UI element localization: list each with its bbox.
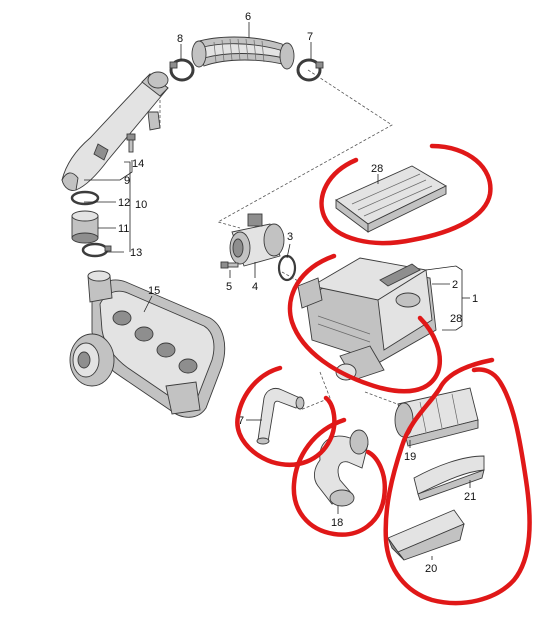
cover-part-21 <box>413 455 485 501</box>
clamp-part-7-top <box>296 58 324 82</box>
callout-7-top: 7 <box>307 31 313 43</box>
elbow-duct-part-18 <box>313 429 369 507</box>
callout-13: 13 <box>130 247 142 259</box>
callout-7-mid: 7 <box>238 415 244 427</box>
callout-5: 5 <box>226 281 232 293</box>
callout-2: 2 <box>452 279 458 291</box>
bolt-part-14 <box>126 133 136 153</box>
callout-11: 11 <box>118 223 129 235</box>
inlet-scoop-part-20 <box>387 509 465 561</box>
callout-20: 20 <box>425 563 437 575</box>
gasket-part-3 <box>277 254 297 282</box>
callout-1: 1 <box>472 293 478 305</box>
callout-9: 9 <box>124 175 130 187</box>
callout-18: 18 <box>331 517 343 529</box>
connector-part-11 <box>71 210 99 244</box>
marker-hose-7 <box>235 365 337 468</box>
callout-28-top: 28 <box>371 163 383 175</box>
clamp-part-12 <box>70 190 100 206</box>
callout-labels: 6 8 7 14 9 12 10 11 13 15 3 4 5 28 2 1 2… <box>118 11 478 575</box>
red-markers <box>235 143 532 606</box>
marker-ducts <box>383 357 532 606</box>
callout-3: 3 <box>287 231 293 243</box>
filter-lid-part-28 <box>335 165 447 233</box>
marker-housing <box>287 253 442 394</box>
callout-14: 14 <box>132 158 144 170</box>
callout-15: 15 <box>148 285 160 297</box>
callout-28-right: 28 <box>450 313 462 325</box>
leader-lines <box>84 22 471 560</box>
intake-pipe-part-9 <box>61 71 169 191</box>
callout-8: 8 <box>177 33 183 45</box>
hose-part-6 <box>191 36 295 70</box>
clamp-part-13 <box>81 242 112 258</box>
clamp-part-8 <box>169 58 195 82</box>
callout-19: 19 <box>404 451 416 463</box>
callout-12: 12 <box>118 197 130 209</box>
callout-4: 4 <box>252 281 258 293</box>
mass-air-flow-meter-part-4 <box>229 213 285 267</box>
callout-6: 6 <box>245 11 251 23</box>
callout-10: 10 <box>135 199 147 211</box>
marker-elbow-18 <box>291 417 388 537</box>
breather-hose-part-7 <box>256 387 305 445</box>
marker-lid <box>319 143 493 246</box>
screw-part-5 <box>220 261 239 269</box>
air-filter-housing-part-1 <box>297 257 437 381</box>
turbocharger-part-15 <box>69 270 226 418</box>
callout-21: 21 <box>464 491 476 503</box>
